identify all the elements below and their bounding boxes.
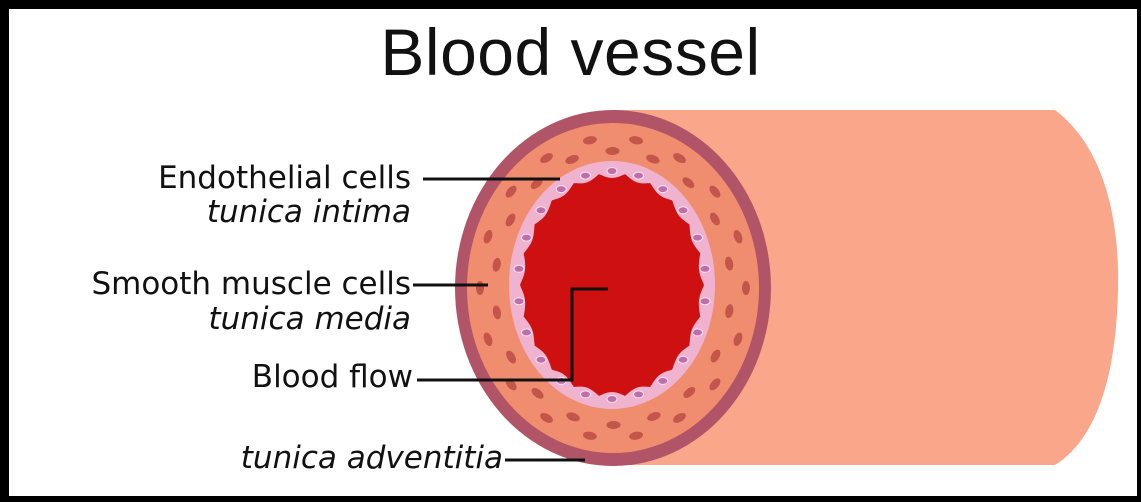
endothelial-cell xyxy=(693,234,703,241)
tunica-media-label: tunica media xyxy=(208,304,411,335)
endothelial-cell xyxy=(634,172,644,179)
endothelial-cell xyxy=(678,356,688,363)
endothelial-cell xyxy=(658,377,668,384)
endothelial-cell xyxy=(607,168,617,175)
endothelial-cell xyxy=(522,329,532,336)
smooth-muscle-cells-label: Smooth muscle cells xyxy=(91,269,411,300)
endothelial-cell xyxy=(700,265,710,272)
smooth-muscle-cell xyxy=(605,147,619,155)
blood-flow-label: Blood flow xyxy=(252,362,413,393)
endothelial-cell xyxy=(514,298,524,305)
endothelial-cell xyxy=(658,186,668,193)
endothelial-cell xyxy=(536,356,546,363)
endothelial-cell xyxy=(581,172,591,179)
endothelial-cells-label: Endothelial cells xyxy=(158,163,411,194)
tunica-intima-label: tunica intima xyxy=(207,197,411,228)
tunica-adventitia-label: tunica adventitia xyxy=(241,443,503,474)
smooth-muscle-cell xyxy=(476,281,484,295)
endothelial-cell xyxy=(634,391,644,398)
endothelial-cell xyxy=(556,186,566,193)
endothelial-cell xyxy=(581,391,591,398)
endothelial-cell xyxy=(536,207,546,214)
endothelial-cell xyxy=(514,265,524,272)
smooth-muscle-cell xyxy=(606,421,620,429)
smooth-muscle-cell xyxy=(742,281,750,295)
endothelial-cell xyxy=(678,207,688,214)
endothelial-cell xyxy=(522,234,532,241)
endothelial-cell xyxy=(607,396,617,403)
endothelial-cell xyxy=(700,298,710,305)
endothelial-cell xyxy=(693,329,703,336)
